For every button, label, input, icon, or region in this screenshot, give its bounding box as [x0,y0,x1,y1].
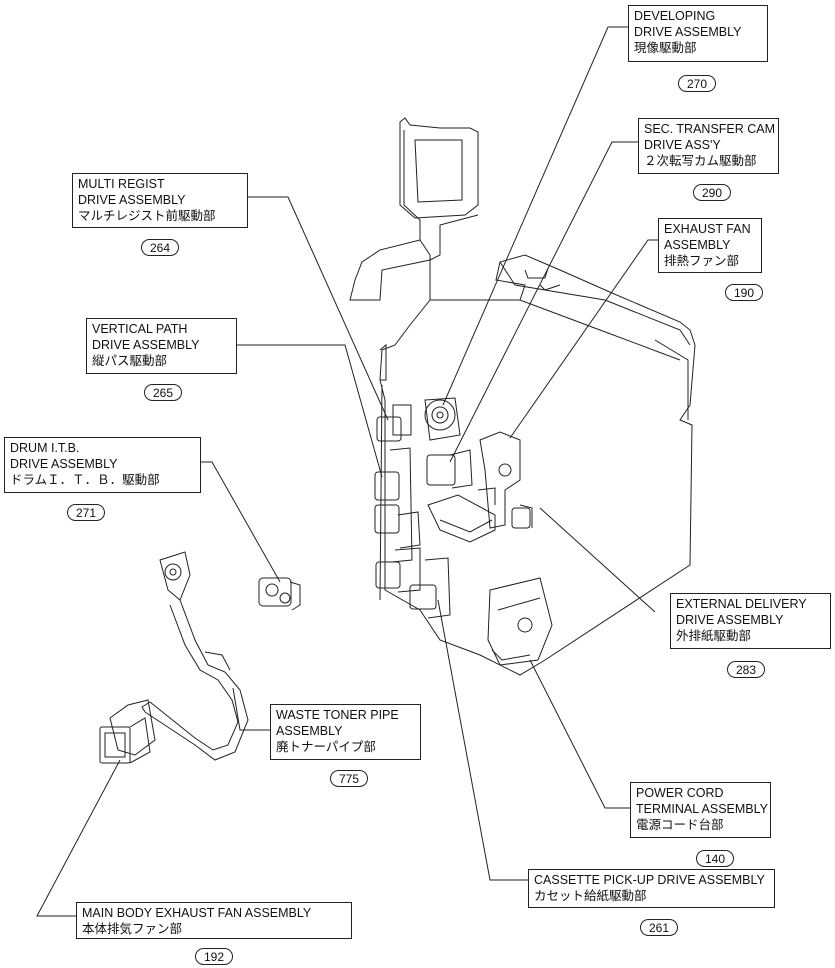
ref-number-sec-transfer-cam: 290 [693,184,731,201]
label-line: DRIVE ASSEMBLY [676,613,784,627]
leader-lines [36,26,658,917]
ref-number-cassette-pickup: 261 [640,919,678,936]
label-line: MAIN BODY EXHAUST FAN ASSEMBLY [82,906,312,920]
label-vertical-path: VERTICAL PATH DRIVE ASSEMBLY 縦パス駆動部 [86,318,237,374]
ref-number-vertical-path: 265 [144,384,182,401]
label-line: 電源コード台部 [636,818,724,832]
drive-units-drawing [258,397,553,666]
label-drum-itb: DRUM I.T.B. DRIVE ASSEMBLY ドラムＩ．Ｔ．Ｂ．駆動部 [4,437,201,493]
label-exhaust-fan: EXHAUST FAN ASSEMBLY 排熱ファン部 [658,218,762,273]
label-line: POWER CORD [636,786,724,800]
label-line: DRIVE ASS'Y [644,138,721,152]
label-line: DRIVE ASSEMBLY [92,338,200,352]
label-developing: DEVELOPING DRIVE ASSEMBLY 現像駆動部 [628,5,768,62]
label-line: ASSEMBLY [276,724,343,738]
ref-number-developing: 270 [678,75,716,92]
ref-number-waste-toner-pipe: 775 [330,770,368,787]
waste-toner-pipe-drawing [141,551,249,761]
ref-number-drum-itb: 271 [67,504,105,521]
label-line: 本体排気ファン部 [82,922,183,936]
label-line: ドラムＩ．Ｔ．Ｂ．駆動部 [10,473,160,487]
label-line: ２次転写カム駆動部 [644,154,757,168]
label-main-body-exhaust-fan: MAIN BODY EXHAUST FAN ASSEMBLY 本体排気ファン部 [76,902,352,939]
label-waste-toner-pipe: WASTE TONER PIPE ASSEMBLY 廃トナーパイプ部 [270,704,421,760]
label-line: VERTICAL PATH [92,322,188,336]
label-line: カセット給紙駆動部 [534,889,647,903]
label-line: DRIVE ASSEMBLY [634,25,742,39]
label-line: DRUM I.T.B. [10,441,80,455]
label-line: 排熱ファン部 [664,254,740,268]
ref-number-main-body-exhaust-fan: 192 [195,948,233,965]
label-line: ASSEMBLY [664,238,731,252]
ref-number-external-delivery: 283 [727,661,765,678]
label-line: 縦パス駆動部 [92,354,168,368]
ref-number-multi-regist: 264 [141,239,179,256]
main-frame-drawing [349,117,696,676]
ref-number-power-cord-terminal: 140 [696,850,734,867]
main-body-exhaust-fan-drawing [99,699,156,764]
label-line: 現像駆動部 [634,41,697,55]
label-multi-regist: MULTI REGIST DRIVE ASSEMBLY マルチレジスト前駆動部 [72,173,248,228]
label-line: SEC. TRANSFER CAM [644,122,776,136]
label-cassette-pickup: CASSETTE PICK-UP DRIVE ASSEMBLY カセット給紙駆動… [528,869,775,908]
label-line: DEVELOPING [634,9,716,23]
label-line: TERMINAL ASSEMBLY [636,802,768,816]
label-line: MULTI REGIST [78,177,165,191]
label-line: 廃トナーパイプ部 [276,740,376,754]
label-line: WASTE TONER PIPE [276,708,399,722]
label-line: EXTERNAL DELIVERY [676,597,807,611]
label-line: 外排紙駆動部 [676,629,752,643]
label-external-delivery: EXTERNAL DELIVERY DRIVE ASSEMBLY 外排紙駆動部 [670,593,831,649]
label-power-cord-terminal: POWER CORD TERMINAL ASSEMBLY 電源コード台部 [630,782,771,838]
ref-number-exhaust-fan: 190 [725,284,763,301]
label-line: マルチレジスト前駆動部 [78,209,216,223]
label-sec-transfer-cam: SEC. TRANSFER CAM DRIVE ASS'Y ２次転写カム駆動部 [638,118,779,174]
label-line: EXHAUST FAN [664,222,751,236]
label-line: DRIVE ASSEMBLY [10,457,118,471]
label-line: DRIVE ASSEMBLY [78,193,186,207]
label-line: CASSETTE PICK-UP DRIVE ASSEMBLY [534,873,765,887]
